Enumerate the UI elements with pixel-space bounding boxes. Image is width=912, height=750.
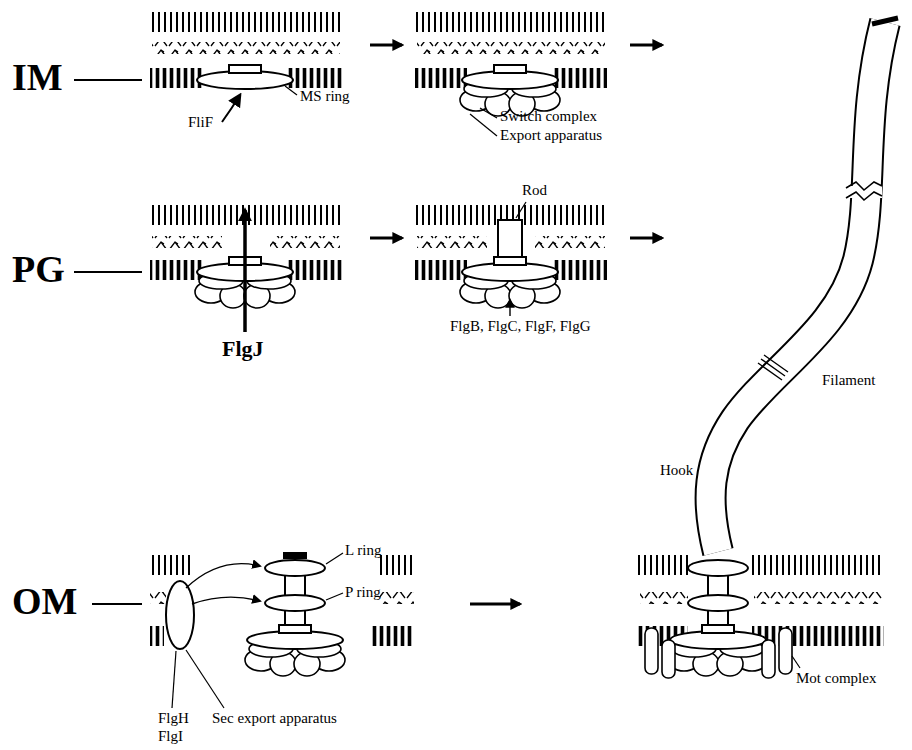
membrane-label: OM [12,580,77,624]
protein-label: FlgB, FlgC, FlgF, FlgG [450,318,591,335]
part-label: Sec export apparatus [212,710,337,727]
part-label: Switch complex [500,108,597,125]
part-label: Rod [522,182,547,199]
protein-label: FlgJ [222,336,264,361]
part-label: L ring [345,542,382,559]
membrane-label: IM [12,56,63,100]
protein-label: FliF [188,114,213,131]
part-label: Hook [660,462,693,479]
part-label: Mot complex [796,670,876,687]
membrane-label: PG [12,248,65,292]
protein-label: FlgI [158,728,183,745]
part-label: MS ring [300,88,350,105]
protein-label: FlgH [158,710,189,727]
part-label: Filament [822,372,875,389]
part-label: Export apparatus [500,127,602,144]
part-label: P ring [345,584,381,601]
